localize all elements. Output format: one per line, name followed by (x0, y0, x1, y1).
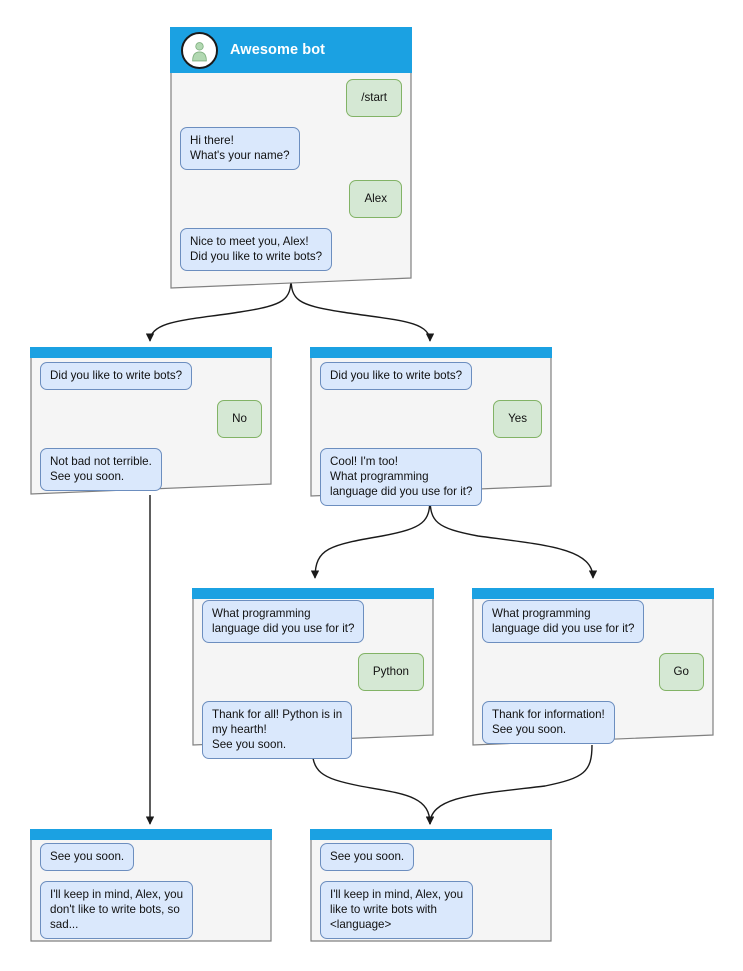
message-row: Python (202, 653, 424, 692)
message-list-no-branch: Did you like to write bots? No Not bad n… (30, 362, 272, 501)
message-row: Did you like to write bots? (320, 362, 542, 391)
chat-node-end-sad[interactable]: See you soon. I'll keep in mind, Alex, y… (30, 829, 272, 942)
bot-message-bubble: Nice to meet you, Alex! Did you like to … (180, 228, 333, 272)
chat-node-root[interactable]: Awesome bot /start Hi there! What's your… (170, 27, 412, 289)
node-header-bar (30, 347, 272, 358)
user-message-bubble: No (217, 400, 262, 439)
person-avatar-icon (181, 31, 218, 69)
message-list-end-sad: See you soon. I'll keep in mind, Alex, y… (30, 843, 272, 949)
bot-message-bubble: Hi there! What's your name? (180, 127, 300, 171)
message-row: /start (180, 79, 402, 118)
user-message-bubble: Python (357, 653, 424, 692)
message-row: Thank for all! Python is in my hearth! S… (202, 701, 424, 760)
message-row: Yes (320, 400, 542, 439)
bot-message-bubble: What programming language did you use fo… (482, 600, 645, 644)
person-glyph (192, 41, 207, 61)
user-message-bubble: Yes (493, 400, 542, 439)
bot-message-bubble: What programming language did you use fo… (202, 600, 365, 644)
node-header-bar (30, 829, 272, 840)
bot-message-bubble: See you soon. (320, 843, 415, 872)
chat-node-yes-branch[interactable]: Did you like to write bots? Yes Cool! I'… (310, 347, 552, 507)
message-row: I'll keep in mind, Alex, you like to wri… (320, 881, 542, 940)
bot-message-bubble: See you soon. (40, 843, 135, 872)
bot-message-bubble: Cool! I'm too! What programming language… (320, 448, 483, 507)
bot-message-bubble: Did you like to write bots? (320, 362, 473, 391)
message-row: Thank for information! See you soon. (482, 701, 704, 745)
message-row: Cool! I'm too! What programming language… (320, 448, 542, 507)
message-row: Not bad not terrible. See you soon. (40, 448, 262, 492)
chat-node-no-branch[interactable]: Did you like to write bots? No Not bad n… (30, 347, 272, 495)
node-header-bar (310, 829, 552, 840)
chat-node-python-branch[interactable]: What programming language did you use fo… (192, 588, 434, 760)
bot-header-bar: Awesome bot (170, 27, 412, 73)
message-row: See you soon. (320, 843, 542, 872)
bot-message-bubble: Thank for all! Python is in my hearth! S… (202, 701, 353, 760)
bot-message-bubble: Not bad not terrible. See you soon. (40, 448, 162, 492)
node-header-bar (192, 588, 434, 599)
edge-go-to-end-happy (425, 744, 593, 825)
message-list-go-branch: What programming language did you use fo… (472, 600, 714, 754)
message-row: See you soon. (40, 843, 262, 872)
message-row: Nice to meet you, Alex! Did you like to … (180, 228, 402, 272)
message-list-yes-branch: Did you like to write bots? Yes Cool! I'… (310, 362, 552, 516)
message-row: No (40, 400, 262, 439)
chat-node-go-branch[interactable]: What programming language did you use fo… (472, 588, 714, 746)
bot-message-bubble: Thank for information! See you soon. (482, 701, 615, 745)
message-row: Hi there! What's your name? (180, 127, 402, 171)
bot-message-bubble: I'll keep in mind, Alex, you like to wri… (320, 881, 474, 940)
bot-name-label: Awesome bot (230, 42, 326, 58)
message-list-root: /start Hi there! What's your name? Alex … (170, 79, 412, 281)
message-row: I'll keep in mind, Alex, you don't like … (40, 881, 262, 940)
node-header-bar (310, 347, 552, 358)
node-header-bar (472, 588, 714, 599)
bot-message-bubble: Did you like to write bots? (40, 362, 193, 391)
user-message-bubble: /start (346, 79, 402, 118)
message-row: What programming language did you use fo… (202, 600, 424, 644)
chat-node-end-happy[interactable]: See you soon. I'll keep in mind, Alex, y… (310, 829, 552, 942)
message-list-end-happy: See you soon. I'll keep in mind, Alex, y… (310, 843, 552, 949)
message-row: What programming language did you use fo… (482, 600, 704, 644)
user-message-bubble: Go (658, 653, 704, 692)
message-row: Did you like to write bots? (40, 362, 262, 391)
message-list-python-branch: What programming language did you use fo… (192, 600, 434, 769)
message-row: Go (482, 653, 704, 692)
bot-message-bubble: I'll keep in mind, Alex, you don't like … (40, 881, 194, 940)
user-message-bubble: Alex (349, 180, 402, 219)
message-row: Alex (180, 180, 402, 219)
